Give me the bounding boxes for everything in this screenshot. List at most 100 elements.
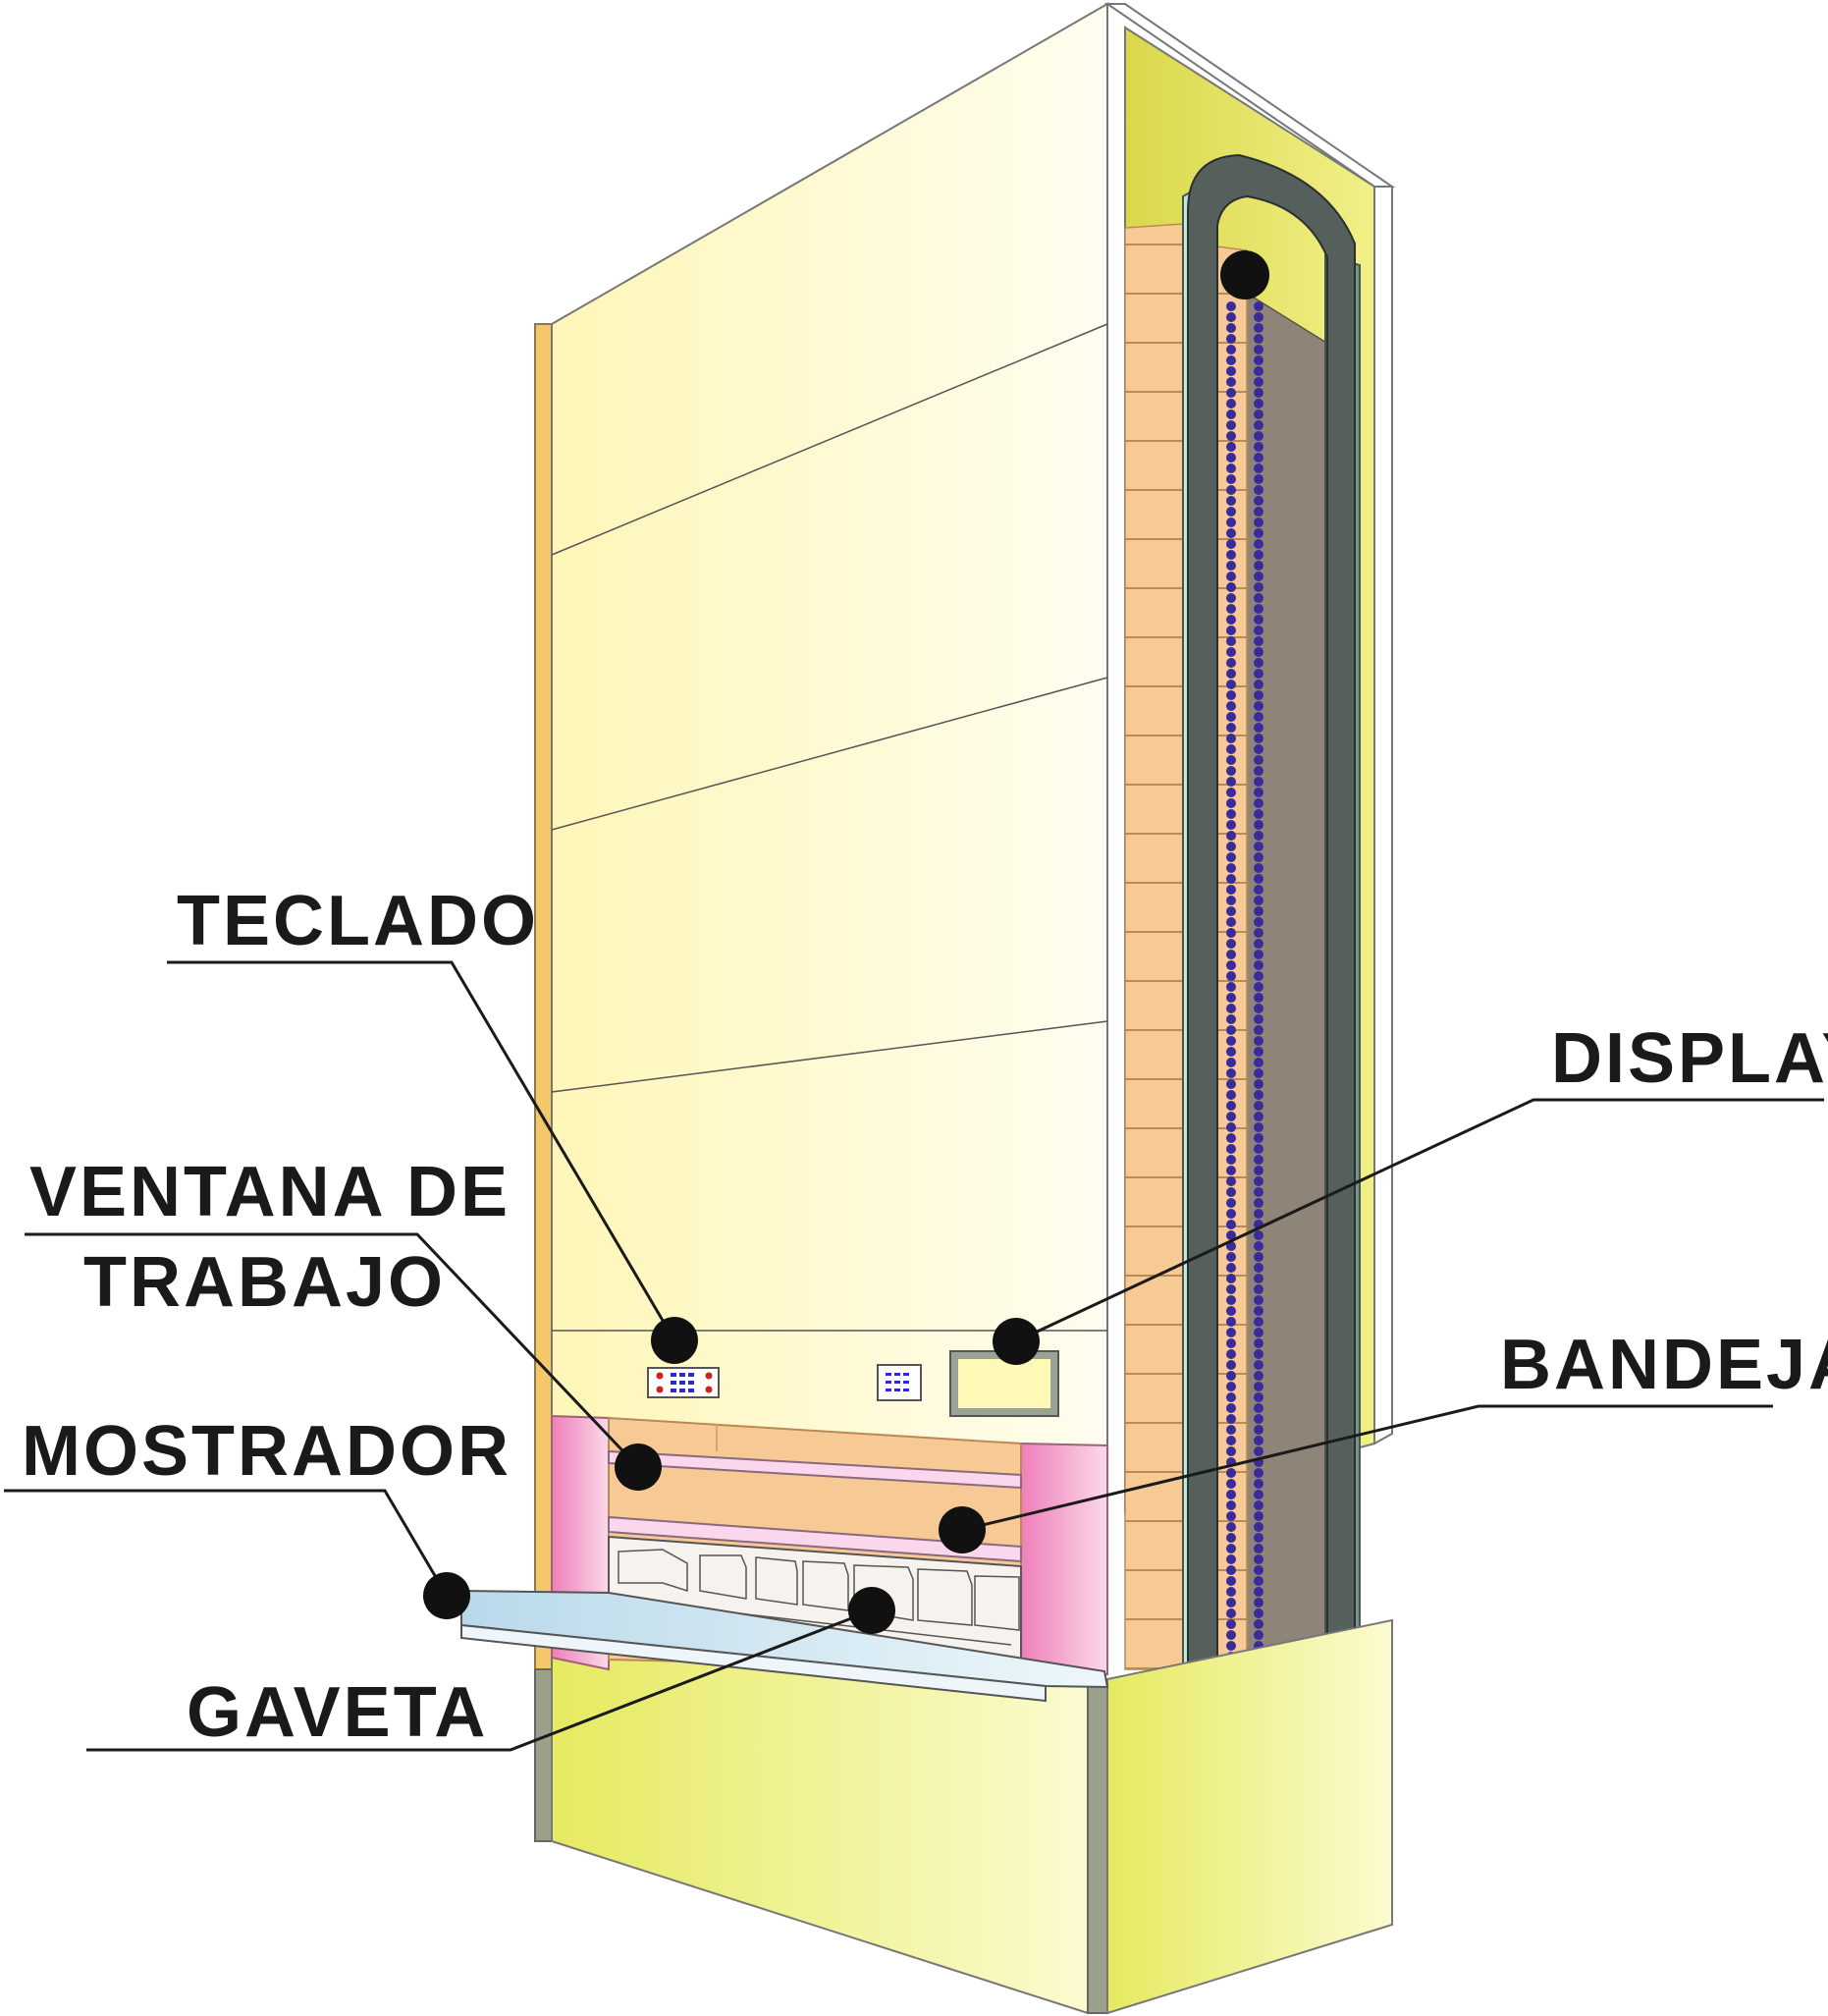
chain-link <box>1226 1036 1236 1046</box>
chain-link <box>1254 831 1263 841</box>
chain-link <box>1254 1490 1263 1499</box>
chain-link <box>1254 604 1263 614</box>
chain-link <box>1254 1619 1263 1629</box>
chain-link <box>1254 1522 1263 1532</box>
chain-link <box>1254 496 1263 506</box>
chain-link <box>1226 647 1236 657</box>
chain-link <box>1254 1176 1263 1186</box>
chain-link <box>1254 323 1263 333</box>
chain-link <box>1226 939 1236 949</box>
mostrador-marker <box>423 1572 470 1619</box>
chain-link <box>1226 1608 1236 1618</box>
chain-link <box>1226 669 1236 679</box>
base-side <box>1106 1618 1393 2015</box>
chain-link <box>1226 777 1236 787</box>
chain-link <box>1226 744 1236 754</box>
chain-link <box>1254 1230 1263 1240</box>
chain-link <box>1254 312 1263 322</box>
chain-link <box>1226 658 1236 668</box>
chain-link <box>1226 323 1236 333</box>
chain-link <box>1226 1479 1236 1489</box>
chain-link <box>1226 1425 1236 1435</box>
chain-link <box>1254 777 1263 787</box>
chain-link <box>1254 734 1263 743</box>
chain-link <box>1226 788 1236 797</box>
cabinet <box>534 2 1396 1685</box>
chain-link <box>1254 1274 1263 1283</box>
chain-link <box>1254 1047 1263 1057</box>
chain-link <box>1254 1112 1263 1121</box>
chain-link <box>1254 550 1263 560</box>
chain-link <box>1254 1382 1263 1391</box>
chain-link <box>1254 755 1263 765</box>
chain-link <box>1254 669 1263 679</box>
ventana-leader <box>25 1232 640 1469</box>
chain-link <box>1226 1112 1236 1121</box>
cabinet-front-panel <box>551 2 1108 1480</box>
chain-link <box>1254 971 1263 981</box>
chain-link <box>1226 1630 1236 1640</box>
chain-link <box>1254 1544 1263 1553</box>
display-screen-inner <box>958 1359 1050 1408</box>
chain-link <box>1254 1090 1263 1100</box>
chain-link <box>1254 1511 1263 1521</box>
chain-link <box>1226 1392 1236 1402</box>
chain-link <box>1226 1576 1236 1586</box>
chain-link <box>1254 1284 1263 1294</box>
chain-link <box>1226 561 1236 571</box>
chain-link <box>1226 1349 1236 1359</box>
label-teclado: TECLADO <box>177 882 539 960</box>
tray-stack <box>1124 223 1184 1670</box>
chain-link <box>1254 1608 1263 1618</box>
chain-link <box>1254 1198 1263 1208</box>
chain-link <box>1226 1382 1236 1391</box>
chain-link <box>1254 1122 1263 1132</box>
chain-link <box>1254 1155 1263 1165</box>
chain-link <box>1254 1533 1263 1543</box>
chain-link <box>1254 528 1263 538</box>
chain-link <box>1254 842 1263 851</box>
leader-lines <box>4 960 1824 1752</box>
window-right-pink-jamb <box>1020 1442 1108 1675</box>
chain-link <box>1226 798 1236 808</box>
display-marker <box>993 1318 1040 1365</box>
chain-link <box>1254 1317 1263 1327</box>
chain-link <box>1254 539 1263 549</box>
chain-link <box>1226 1155 1236 1165</box>
secondary-keypad[interactable] <box>877 1364 922 1401</box>
cabinet-right-edge <box>1373 186 1393 1445</box>
teclado-leader <box>167 960 676 1341</box>
chain-link <box>1254 1598 1263 1607</box>
chain-link <box>1226 1047 1236 1057</box>
keypad-led-icon <box>656 1372 664 1380</box>
chain-link <box>1226 615 1236 625</box>
chain-link <box>1226 1220 1236 1229</box>
chain-link <box>1254 1014 1263 1024</box>
chain-link <box>1226 409 1236 419</box>
chain-link <box>1254 1058 1263 1067</box>
chain-link <box>1254 1263 1263 1273</box>
chain-link <box>1254 1295 1263 1305</box>
chain-link <box>1226 388 1236 398</box>
chain-link <box>1254 1468 1263 1478</box>
chain-link <box>1226 1004 1236 1013</box>
chain-link <box>1254 1079 1263 1089</box>
chain-link <box>1254 485 1263 495</box>
chain-link <box>1254 917 1263 927</box>
chain-link <box>1226 1295 1236 1305</box>
chain-link <box>1226 896 1236 905</box>
display-leader <box>1015 1098 1824 1343</box>
chain-link <box>1254 388 1263 398</box>
chain-link <box>1254 582 1263 592</box>
chain-link <box>1226 1317 1236 1327</box>
chain-link <box>1226 1598 1236 1607</box>
chain-link <box>1226 1166 1236 1175</box>
chain-link <box>1254 950 1263 959</box>
chain-link <box>1254 1338 1263 1348</box>
chain-link <box>1226 1328 1236 1337</box>
chain-link <box>1226 1446 1236 1456</box>
chain-link <box>1254 896 1263 905</box>
gaveta-marker <box>848 1587 895 1634</box>
chain-link <box>1254 345 1263 354</box>
